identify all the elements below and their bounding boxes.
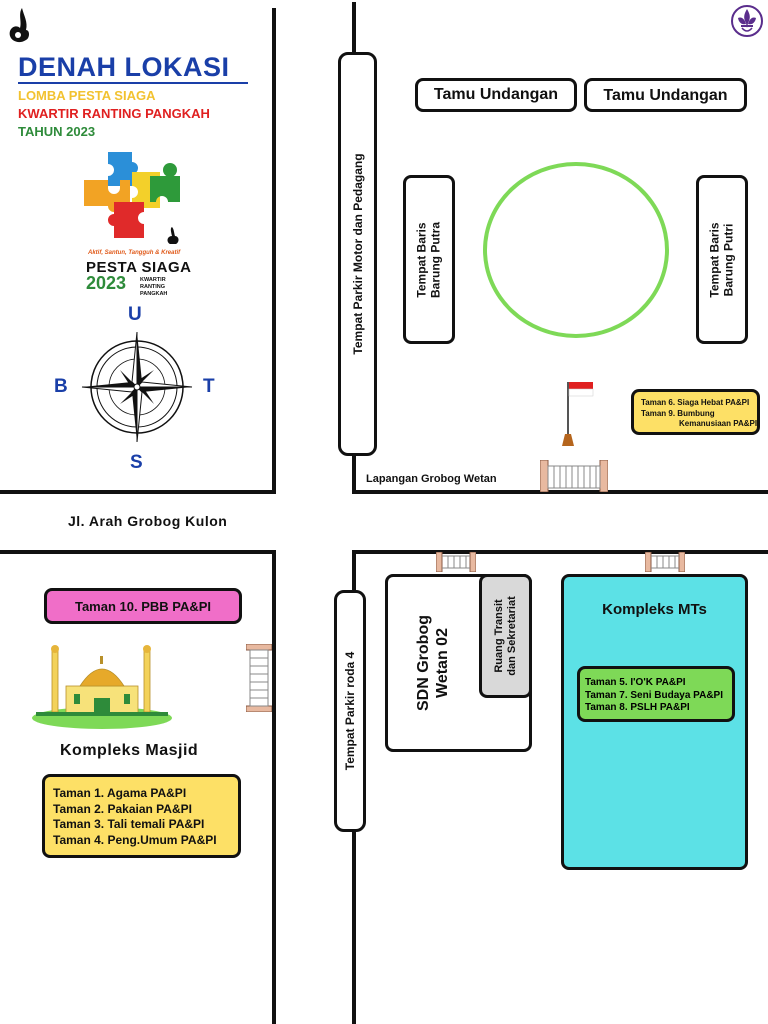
guest-area-2: Tamu Undangan xyxy=(584,78,747,112)
lineup-area-putra: Tempat Baris Barung Putra xyxy=(403,175,455,344)
taman-9-item: Taman 9. Bumbung xyxy=(641,408,715,418)
car-parking-label: Tempat Parkir roda 4 xyxy=(342,651,357,771)
road-line-top-left-vertical xyxy=(272,8,276,494)
compass-north-label: U xyxy=(128,304,142,325)
mts-gate-icon xyxy=(645,552,685,572)
sdn-label-wrap: SDN Grobog Wetan 02 xyxy=(388,577,478,749)
lineup-area-putri-label: Tempat Baris Barung Putri xyxy=(707,221,736,298)
motor-parking-label: Tempat Parkir Motor dan Pedagang xyxy=(350,153,365,355)
header-line-year: TAHUN 2023 xyxy=(18,124,96,139)
guest-area-1-label: Tamu Undangan xyxy=(433,86,559,103)
taman-5-item: Taman 5. I'O'K PA&PI xyxy=(585,677,686,688)
road-label: Jl. Arah Grobog Kulon xyxy=(68,513,228,529)
scout-tunas-kelapa-icon xyxy=(9,8,29,43)
transit-room: Ruang Transit dan Sekretariat xyxy=(479,574,532,698)
mts-complex-label: Kompleks MTs xyxy=(602,601,707,618)
field-label: Lapangan Grobog Wetan xyxy=(366,473,497,485)
taman-7-item: Taman 7. Seni Budaya PA&PI xyxy=(585,689,724,701)
taman-2-item: Taman 2. Pakaian PA&PI xyxy=(53,801,192,816)
logo-year: 2023 xyxy=(86,273,127,293)
logo-name: PESTA SIAGA xyxy=(86,259,192,276)
taman-9-item-cont: Kemanusiaan PA&PI xyxy=(679,419,758,428)
road-line-top-left-horizontal xyxy=(0,490,276,494)
road-line-bottom-left-horizontal xyxy=(0,550,276,554)
motor-parking-area: Tempat Parkir Motor dan Pedagang xyxy=(338,52,377,456)
mosque-icon xyxy=(32,645,172,729)
logo-tagline: Aktif, Santun, Tangguh & Kreatif xyxy=(88,250,181,256)
taman-1-item: Taman 1. Agama PA&PI xyxy=(53,786,187,800)
logo-org: KWARTIR RANTING PANGKAH xyxy=(140,277,168,297)
taman-10-label: Taman 10. PBB PA&PI xyxy=(74,599,212,614)
taman-5-7-8-list: Taman 5. I'O'K PA&PI Taman 7. Seni Buday… xyxy=(585,677,723,715)
world-scout-emblem-icon xyxy=(731,5,763,37)
title-underline xyxy=(18,82,248,84)
taman-8-item: Taman 8. PSLH PA&PI xyxy=(585,702,690,713)
guest-area-1: Tamu Undangan xyxy=(415,78,577,112)
compass-east-label: T xyxy=(203,376,215,397)
taman-3-item: Taman 3. Tali temali PA&PI xyxy=(53,817,205,831)
sdn-label: SDN Grobog Wetan 02 xyxy=(414,615,451,711)
school-gate-icon xyxy=(436,552,476,572)
taman-4-item: Taman 4. Peng.Umum PA&PI xyxy=(53,832,217,847)
road-line-bottom-left-vertical xyxy=(272,550,276,1024)
mosque-gate-icon xyxy=(246,644,272,712)
compass-rose-icon xyxy=(81,331,193,443)
taman-6-9-box: Taman 6. Siaga Hebat PA&PI Taman 9. Bumb… xyxy=(631,389,760,435)
road-line-top-right-horizontal xyxy=(352,490,768,494)
road-line-bottom-right-horizontal xyxy=(352,550,768,554)
lineup-area-putri: Tempat Baris Barung Putri xyxy=(696,175,748,344)
lineup-area-putra-label: Tempat Baris Barung Putra xyxy=(414,221,443,298)
guest-area-2-label: Tamu Undangan xyxy=(603,87,728,104)
pesta-siaga-puzzle-logo xyxy=(84,152,180,238)
rabbit-mascot-icon xyxy=(167,227,179,244)
transit-room-label: Ruang Transit dan Sekretariat xyxy=(492,596,518,676)
mosque-complex-label: Kompleks Masjid xyxy=(60,742,199,759)
taman-1-4-box: Taman 1. Agama PA&PI Taman 2. Pakaian PA… xyxy=(42,774,241,858)
car-parking-area: Tempat Parkir roda 4 xyxy=(334,590,366,832)
compass-west-label: B xyxy=(54,376,68,397)
taman-5-7-8-box: Taman 5. I'O'K PA&PI Taman 7. Seni Buday… xyxy=(577,666,735,722)
ceremony-circle xyxy=(483,162,669,338)
page-title: DENAH LOKASI xyxy=(18,52,230,82)
flag-pole-icon xyxy=(562,382,594,446)
header-line-event: LOMBA PESTA SIAGA xyxy=(18,88,156,103)
mts-complex: Kompleks MTs xyxy=(561,574,748,870)
field-gate-icon xyxy=(540,460,608,492)
taman-6-9-list: Taman 6. Siaga Hebat PA&PI Taman 9. Bumb… xyxy=(641,398,757,430)
compass-south-label: S xyxy=(130,452,143,473)
taman-1-4-list: Taman 1. Agama PA&PI Taman 2. Pakaian PA… xyxy=(53,786,217,848)
header-line-org: KWARTIR RANTING PANGKAH xyxy=(18,106,210,121)
taman-6-item: Taman 6. Siaga Hebat PA&PI xyxy=(641,398,750,407)
taman-10-box: Taman 10. PBB PA&PI xyxy=(44,588,242,624)
